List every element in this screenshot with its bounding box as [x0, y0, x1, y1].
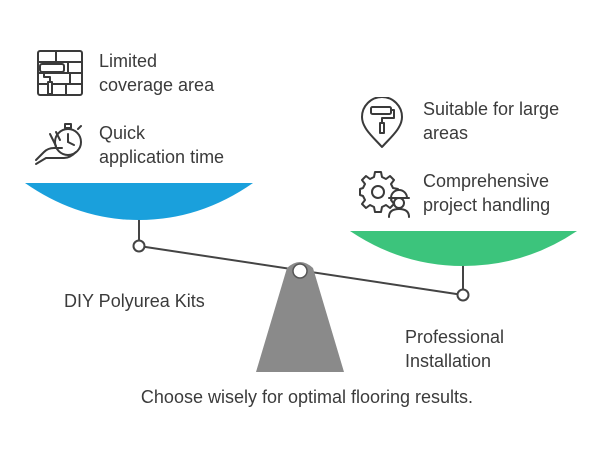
feature-quick-application: Quick application time — [99, 121, 224, 169]
left-pan — [25, 183, 253, 220]
feature-line: application time — [99, 147, 225, 167]
feature-line: project handling — [423, 195, 551, 215]
feature-line: coverage area — [99, 75, 215, 95]
feature-limited-coverage: Limited coverage area — [99, 49, 214, 97]
paint-roller-pin-icon — [359, 97, 405, 149]
pivot-point — [292, 263, 308, 279]
caption: Choose wisely for optimal flooring resul… — [140, 387, 474, 407]
feature-large-areas: Suitable for large areas — [423, 97, 559, 145]
paint-roller-wall-icon — [36, 49, 84, 97]
feature-comprehensive-handling: Comprehensive project handling — [423, 169, 550, 217]
feature-line: Quick — [99, 123, 146, 143]
hand-stopwatch-icon — [34, 120, 86, 168]
option-label-professional: Professional Installation — [405, 325, 504, 373]
feature-line: Limited — [99, 51, 158, 71]
gear-worker-icon — [359, 168, 411, 218]
left-joint — [132, 239, 146, 253]
right-pan — [350, 231, 577, 266]
option-label-line: Professional — [405, 327, 505, 347]
option-label-diy: DIY Polyurea Kits — [64, 291, 205, 311]
feature-line: areas — [423, 123, 469, 143]
feature-line: Suitable for large — [423, 99, 560, 119]
right-joint — [456, 288, 470, 302]
feature-line: Comprehensive — [423, 171, 550, 191]
option-label-line: Installation — [405, 351, 492, 371]
fulcrum — [256, 262, 344, 372]
